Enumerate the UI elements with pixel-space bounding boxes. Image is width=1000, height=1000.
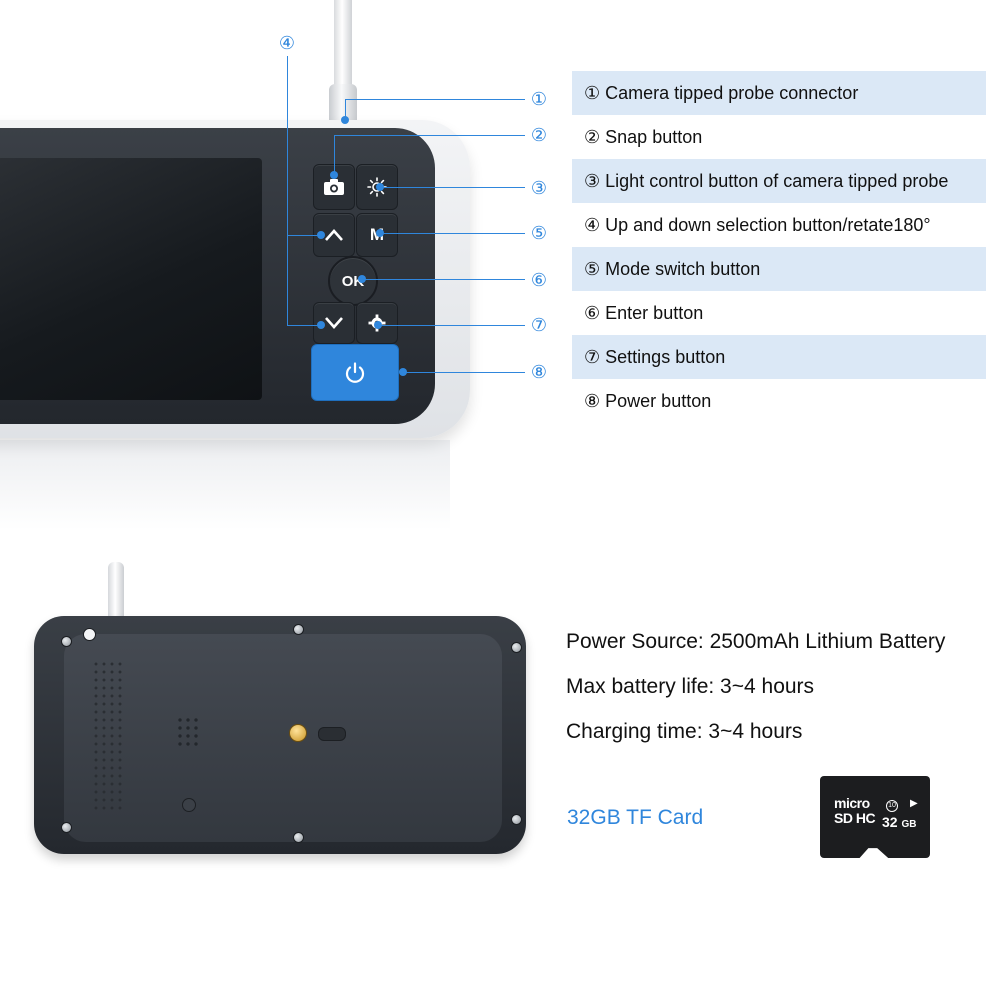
spec-power-source: Power Source: 2500mAh Lithium Battery	[566, 630, 946, 653]
legend-text: Camera tipped probe connector	[605, 82, 859, 103]
callout-num-6: ⑥	[530, 270, 548, 290]
spec-charging-time: Charging time: 3~4 hours	[566, 720, 803, 743]
screw-icon	[83, 628, 96, 641]
callout-line-1h	[345, 99, 525, 100]
callout-line-2h	[334, 135, 525, 136]
legend-text: Snap button	[605, 126, 703, 147]
legend-number: ②	[584, 126, 601, 147]
button-legend: ① Camera tipped probe connector ② Snap b…	[572, 71, 986, 423]
screw-icon	[511, 642, 522, 653]
microsd-capacity: 32 GB	[882, 814, 916, 830]
screw-icon	[61, 822, 72, 833]
microphone-holes	[176, 716, 200, 748]
callout-line-4a	[287, 235, 321, 236]
mode-button[interactable]: M	[356, 213, 398, 257]
callout-num-2: ②	[530, 125, 548, 145]
callout-line-7	[378, 325, 525, 326]
callout-num-7: ⑦	[530, 315, 548, 335]
reset-hole-icon[interactable]	[182, 798, 196, 812]
microsd-logo-bottom: SD HC	[834, 810, 876, 826]
callout-line-1	[345, 99, 346, 120]
screw-icon	[293, 832, 304, 843]
callout-num-5: ⑤	[530, 223, 548, 243]
screw-icon	[293, 624, 304, 635]
legend-text: Power button	[605, 390, 712, 411]
callout-line-4v	[287, 56, 288, 326]
microsd-card-icon: micro SD HC 10 ▶ 32 GB	[820, 776, 930, 858]
microsd-logo: micro SD HC	[834, 795, 876, 826]
callout-num-8: ⑧	[530, 362, 548, 382]
probe-cable	[334, 0, 352, 92]
legend-row: ④ Up and down selection button/retate180…	[572, 203, 986, 247]
card-slot	[318, 727, 346, 741]
callout-dot-5	[376, 229, 384, 237]
legend-row: ⑧ Power button	[572, 379, 986, 423]
tf-card-label: 32GB TF Card	[567, 806, 704, 829]
callout-dot-2	[330, 171, 338, 179]
chevron-up-icon	[325, 229, 343, 241]
power-icon	[345, 361, 365, 383]
legend-number: ③	[584, 170, 601, 191]
legend-number: ④	[584, 214, 601, 235]
legend-number: ⑦	[584, 346, 601, 367]
legend-row: ② Snap button	[572, 115, 986, 159]
device-screen	[0, 158, 262, 400]
capacity-unit: GB	[901, 819, 917, 830]
legend-text: Settings button	[605, 346, 726, 367]
callout-line-2	[334, 135, 335, 175]
probe-cable-back	[108, 562, 124, 620]
callout-dot-6	[358, 275, 366, 283]
legend-row: ① Camera tipped probe connector	[572, 71, 986, 115]
legend-row: ③ Light control button of camera tipped …	[572, 159, 986, 203]
legend-number: ⑥	[584, 302, 601, 323]
tripod-mount	[289, 724, 307, 742]
legend-row: ⑤ Mode switch button	[572, 247, 986, 291]
microsd-logo-top: micro	[834, 795, 870, 811]
callout-dot-4a	[317, 231, 325, 239]
play-icon: ▶	[910, 798, 918, 809]
legend-text: Enter button	[605, 302, 704, 323]
legend-number: ⑤	[584, 258, 601, 279]
callout-num-3: ③	[530, 178, 548, 198]
power-button[interactable]	[311, 344, 399, 401]
chevron-down-icon	[325, 317, 343, 329]
device-back-panel	[64, 634, 502, 842]
callout-line-6	[362, 279, 525, 280]
legend-number: ①	[584, 82, 601, 103]
callout-line-3	[380, 187, 525, 188]
callout-line-4b	[287, 325, 321, 326]
speed-class-badge: 10	[886, 800, 898, 812]
callout-num-4: ④	[278, 33, 296, 53]
speaker-grille	[92, 660, 122, 810]
camera-icon	[324, 179, 344, 195]
callout-dot-8	[399, 368, 407, 376]
callout-dot-4b	[317, 321, 325, 329]
legend-text: Light control button of camera tipped pr…	[605, 170, 949, 191]
callout-dot-7	[374, 321, 382, 329]
legend-row: ⑦ Settings button	[572, 335, 986, 379]
legend-number: ⑧	[584, 390, 601, 411]
ok-button[interactable]: OK	[328, 256, 378, 306]
screw-icon	[61, 636, 72, 647]
device-reflection	[0, 440, 450, 530]
callout-num-1: ①	[530, 89, 548, 109]
capacity-number: 32	[882, 814, 898, 830]
callout-dot-3	[376, 183, 384, 191]
screw-icon	[511, 814, 522, 825]
callout-dot-1	[341, 116, 349, 124]
spec-battery-life: Max battery life: 3~4 hours	[566, 675, 815, 698]
legend-text: Up and down selection button/retate180°	[605, 214, 931, 235]
legend-text: Mode switch button	[605, 258, 761, 279]
callout-line-5	[380, 233, 525, 234]
callout-line-8	[403, 372, 525, 373]
legend-row: ⑥ Enter button	[572, 291, 986, 335]
